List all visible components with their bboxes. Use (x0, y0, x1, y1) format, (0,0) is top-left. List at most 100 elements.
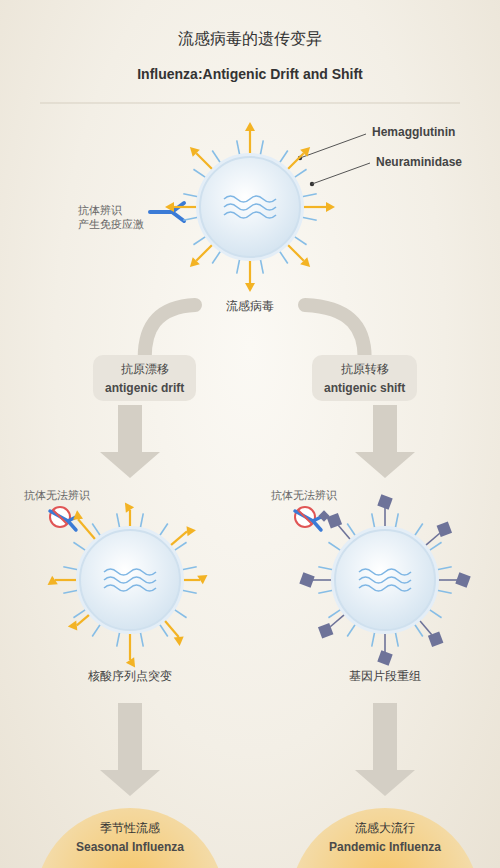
outcome-english: Seasonal Influenza (76, 840, 184, 854)
spike-head (197, 575, 207, 584)
neuraminidase-spike (429, 542, 441, 550)
virus-envelope (335, 530, 435, 630)
note-label: 抗体无法辨识 (24, 488, 90, 503)
reassorted-spike-head (318, 623, 333, 638)
virus-figure: 核酸序列点突变 (35, 490, 225, 685)
neuraminidase-spike (328, 609, 340, 617)
swoosh (305, 305, 365, 358)
virus-caption: 核酸序列点突变 (88, 668, 172, 685)
outcome-title: 流感大流行 (355, 820, 415, 837)
hemagglutinin-spike (313, 579, 332, 581)
neuraminidase-spike (294, 236, 306, 244)
box-english: antigenic drift (105, 381, 184, 395)
spike-head (48, 576, 58, 585)
dome-fill (35, 808, 225, 868)
neuraminidase-spike (73, 609, 85, 617)
outcome-title: 季节性流感 (100, 820, 160, 837)
neuraminidase-spike (429, 609, 441, 617)
subtitle: Influenza:Antigenic Drift and Shift (0, 66, 500, 82)
spike-head (190, 147, 200, 157)
box-title: 抗原漂移 (105, 361, 184, 378)
spike-head (165, 202, 174, 212)
process-box: 抗原转移 antigenic shift (312, 355, 417, 401)
neuraminidase-spike (437, 567, 452, 570)
neuraminidase-spike (212, 251, 220, 263)
neuraminidase-spike (182, 590, 197, 593)
outcome-dome: 流感大流行 Pandemic Influenza (290, 808, 480, 868)
part-label: Neuraminidase (376, 155, 462, 169)
neuraminidase-spike (140, 513, 143, 528)
flow-arrow (145, 305, 195, 358)
box-title: 抗原转移 (324, 361, 405, 378)
reassorted-spike-head (377, 494, 392, 509)
spike-head (190, 257, 200, 267)
dome-shape (35, 808, 225, 868)
arrow-head (355, 770, 415, 796)
neuraminidase-spike (193, 169, 205, 177)
neuraminidase-spike (174, 609, 186, 617)
neuraminidase-spike (414, 523, 422, 535)
virus-illustration (290, 490, 480, 685)
neuraminidase-spike (63, 590, 78, 593)
spike-head (73, 510, 83, 519)
flow-arrow (100, 703, 160, 796)
neuraminidase-spike (193, 236, 205, 244)
neuraminidase-spike (140, 632, 143, 647)
spike-head (300, 257, 310, 267)
neuraminidase-spike (117, 513, 120, 528)
neuraminidase-spike (92, 523, 100, 535)
hemagglutinin-spike (183, 579, 200, 581)
neuraminidase-spike (318, 590, 333, 593)
hemagglutinin-spike (384, 508, 386, 527)
hemagglutinin-spike (77, 614, 90, 625)
hemagglutinin-spike (196, 244, 212, 260)
rna-strand (359, 577, 411, 583)
hemagglutinin-spike (129, 633, 131, 660)
rna-strand (359, 585, 411, 591)
neuraminidase-spike (347, 523, 355, 535)
note-label: 抗体无法辨识 (271, 488, 337, 503)
leader-line (300, 134, 366, 158)
rna-strand (359, 569, 411, 575)
neuraminidase-spike (237, 259, 240, 274)
arrow-shaft (373, 703, 397, 772)
hemagglutinin-spike (164, 620, 178, 637)
neuraminidase-spike (183, 217, 198, 220)
virus-glow (76, 526, 184, 634)
virus-caption: 基因片段重组 (349, 668, 421, 685)
hemagglutinin-spike (419, 620, 431, 634)
hemagglutinin-spike (174, 206, 197, 208)
virus-envelope (200, 157, 300, 257)
flow-arrow (355, 703, 415, 796)
process-box: 抗原漂移 antigenic drift (93, 355, 196, 401)
neuraminidase-spike (328, 542, 340, 550)
dome-fill (290, 808, 480, 868)
neuraminidase-spike (302, 217, 317, 220)
flow-arrow (355, 405, 415, 478)
arrow-head (355, 452, 415, 478)
rna-strand (104, 585, 156, 591)
hemagglutinin-spike (438, 579, 457, 581)
reassorted-spike-head (377, 650, 392, 665)
rna-strand (224, 204, 276, 210)
neuraminidase-spike (414, 624, 422, 636)
spike-head (245, 283, 255, 292)
outcome-english: Pandemic Influenza (329, 840, 441, 854)
spike-head (245, 122, 255, 131)
hemagglutinin-spike (170, 531, 187, 545)
hemagglutinin-spike (55, 579, 77, 581)
neuraminidase-spike (182, 567, 197, 570)
neuraminidase-spike (395, 632, 398, 647)
neuraminidase-spike (302, 194, 317, 197)
neuraminidase-spike (347, 624, 355, 636)
neuraminidase-spike (159, 624, 167, 636)
virus-glow (196, 153, 304, 261)
hemagglutinin-spike (384, 633, 386, 652)
neuraminidase-spike (117, 632, 120, 647)
neuraminidase-spike (237, 140, 240, 155)
neuraminidase-spike (372, 632, 375, 647)
note-label: 抗体辨识 产生免疫应激 (78, 204, 148, 232)
neuraminidase-spike (294, 169, 306, 177)
hemagglutinin-spike (287, 153, 303, 169)
box-english: antigenic shift (324, 381, 405, 395)
